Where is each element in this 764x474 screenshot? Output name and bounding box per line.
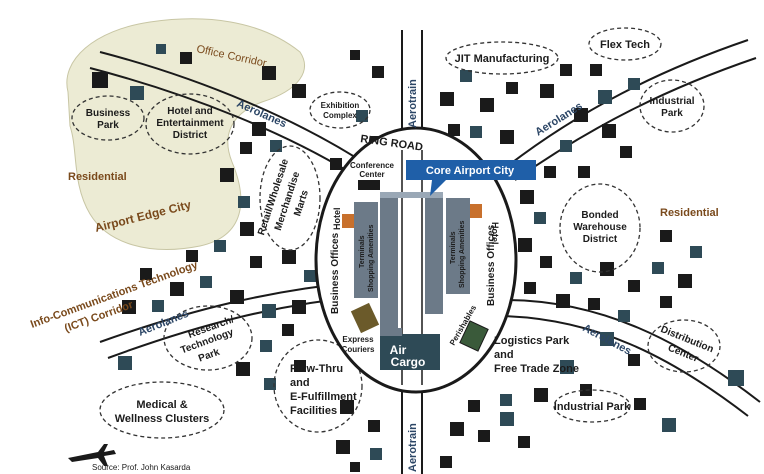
industrial-park-ne-label: Industrial Park <box>649 96 694 119</box>
flex-tech-label: Flex Tech <box>600 39 650 51</box>
svg-text:Express: Express <box>342 335 374 344</box>
svg-text:Terminals: Terminals <box>450 231 457 264</box>
svg-text:Conference: Conference <box>350 161 395 170</box>
medical-wellness-label: Medical & Wellness Clusters <box>115 399 210 425</box>
industrial-park-se-label: Industrial Park <box>554 401 631 413</box>
business-offices-right-label: Business Offices <box>486 224 497 306</box>
exhibition-complex-label: Exhibition Complex <box>321 101 360 120</box>
svg-text:Logistics Park: Logistics Park <box>494 335 570 347</box>
aerotrain-top-label: Aerotrain <box>407 79 419 128</box>
hotel-right-marker <box>470 204 482 218</box>
hotel-left-label: Hotel <box>332 208 342 231</box>
hotel-right-label: Hotel <box>490 222 500 245</box>
conference-center-block <box>358 180 380 190</box>
retail-wholesale-label: Retail/Wholesale Merchandise Marts <box>256 157 311 236</box>
perishables-block <box>459 320 489 352</box>
residential-east-label: Residential <box>660 207 719 219</box>
residential-west-label: Residential <box>68 171 127 183</box>
bonded-warehouse-label: Bonded Warehouse District <box>573 210 627 245</box>
svg-text:Exhibition: Exhibition <box>321 101 360 110</box>
express-couriers-label: Express Couriers <box>342 335 375 354</box>
svg-text:and: and <box>494 349 514 361</box>
svg-text:Flex Tech: Flex Tech <box>600 39 650 51</box>
svg-text:Bonded: Bonded <box>581 210 618 221</box>
business-offices-left-label: Business Offices <box>330 232 341 314</box>
svg-text:Medical &: Medical & <box>136 399 187 411</box>
terminal-right <box>446 198 470 294</box>
distribution-center-label: Distribution Center <box>659 324 715 365</box>
logistics-park-label: Logistics Park and Free Trade Zone <box>494 335 579 375</box>
aerotrain-bottom-label: Aerotrain <box>407 423 419 472</box>
terminals-right-label: Terminals Shopping Amenities <box>450 220 466 288</box>
aerolanes-se-label: Aerolanes <box>581 322 634 358</box>
svg-text:Wellness Clusters: Wellness Clusters <box>115 413 210 425</box>
terminals-left-label: Terminals Shopping Amenities <box>359 224 375 292</box>
svg-text:Terminals: Terminals <box>359 235 366 268</box>
footer-caption: Source: Prof. John Kasarda <box>92 463 191 472</box>
svg-text:Free Trade Zone: Free Trade Zone <box>494 363 579 375</box>
svg-text:Facilities: Facilities <box>290 405 337 417</box>
district-outlines <box>71 27 721 439</box>
svg-text:Cargo: Cargo <box>391 355 426 369</box>
svg-text:Center: Center <box>359 170 384 179</box>
svg-text:Business: Business <box>86 108 131 119</box>
conference-center-label: Conference Center <box>350 161 395 179</box>
svg-text:Air: Air <box>390 343 407 357</box>
svg-text:District: District <box>173 130 208 141</box>
svg-text:Hotel and: Hotel and <box>167 106 213 117</box>
flow-thru-label: Flow-Thru and E-Fulfillment Facilities <box>290 363 357 417</box>
svg-text:Complex: Complex <box>323 111 357 120</box>
research-technology-label: Research/ Technology Park <box>179 314 235 364</box>
svg-text:JIT Manufacturing: JIT Manufacturing <box>455 53 550 65</box>
svg-text:and: and <box>290 377 310 389</box>
runway-left <box>380 196 398 328</box>
hotel-left-marker <box>342 214 354 228</box>
air-cargo-top <box>380 328 402 336</box>
svg-text:Couriers: Couriers <box>342 345 375 354</box>
svg-text:Shopping Amenities: Shopping Amenities <box>368 224 375 292</box>
svg-text:District: District <box>583 234 618 245</box>
svg-text:Entertainment: Entertainment <box>156 118 224 129</box>
svg-text:Warehouse: Warehouse <box>573 222 627 233</box>
apron-top <box>380 192 443 198</box>
svg-text:E-Fulfillment: E-Fulfillment <box>290 391 357 403</box>
svg-text:Shopping Amenities: Shopping Amenities <box>459 220 466 288</box>
hotel-entertainment-label: Hotel and Entertainment District <box>156 106 224 141</box>
express-couriers-block <box>350 302 380 334</box>
svg-text:Industrial: Industrial <box>649 96 694 107</box>
core-airport-city-callout <box>406 160 536 196</box>
air-cargo-label: Air Cargo <box>390 343 426 369</box>
aerolanes-sw-label: Aerolanes <box>137 308 191 339</box>
runway-right <box>425 196 443 314</box>
airport-edge-city-region <box>66 18 305 250</box>
svg-text:Park: Park <box>97 120 119 131</box>
core-airport-city-label: Core Airport City <box>426 165 515 177</box>
jit-manufacturing-label: JIT Manufacturing <box>455 53 550 65</box>
svg-text:Park: Park <box>661 108 683 119</box>
terminal-left <box>354 202 378 298</box>
airplane-icon <box>68 444 116 466</box>
svg-text:Flow-Thru: Flow-Thru <box>290 363 343 375</box>
business-park-label: Business Park <box>86 108 131 131</box>
air-cargo-block <box>380 334 440 370</box>
